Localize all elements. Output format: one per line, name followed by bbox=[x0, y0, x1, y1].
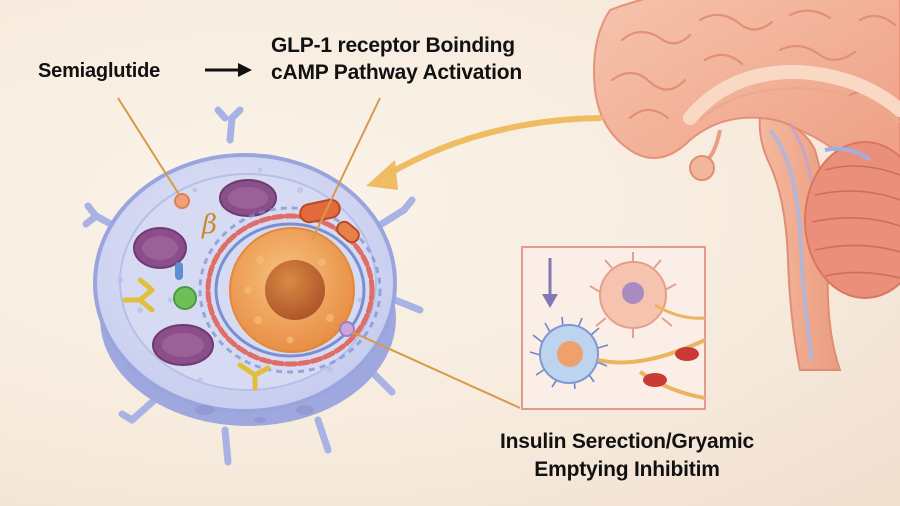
effect-label-line1: Insulin Serection/Gryamic bbox=[499, 430, 755, 453]
mitochondria bbox=[299, 198, 360, 244]
cerebellum bbox=[804, 141, 900, 299]
inset-beta-cell bbox=[529, 316, 609, 390]
pituitary bbox=[689, 155, 715, 181]
inset-panel bbox=[521, 246, 706, 410]
brain-illustration bbox=[593, 0, 900, 371]
glp1-receptor-site bbox=[174, 193, 190, 209]
beta-cell bbox=[82, 106, 424, 466]
cell-type-symbol: β bbox=[202, 210, 218, 240]
effect-label: Insulin Serection/Gryamic Emptying Inhib… bbox=[462, 428, 792, 484]
drug-label: Semiaglutide bbox=[38, 60, 161, 82]
nucleolus bbox=[265, 260, 325, 320]
signal-arrow bbox=[366, 115, 603, 190]
mechanism-label-line1: GLP-1 receptor Boinding bbox=[271, 34, 515, 57]
receptors bbox=[122, 277, 271, 391]
mechanism-label: GLP-1 receptor Boinding cAMP Pathway Act… bbox=[271, 32, 571, 86]
inset-alpha-cell bbox=[589, 252, 677, 338]
annotation-lines bbox=[117, 63, 521, 409]
mechanism-label-line2: cAMP Pathway Activation bbox=[271, 61, 522, 84]
secretory-vesicles bbox=[133, 179, 277, 366]
effect-label-line2: Emptying Inhibitim bbox=[534, 458, 720, 481]
endoplasmic-reticulum bbox=[205, 213, 375, 367]
